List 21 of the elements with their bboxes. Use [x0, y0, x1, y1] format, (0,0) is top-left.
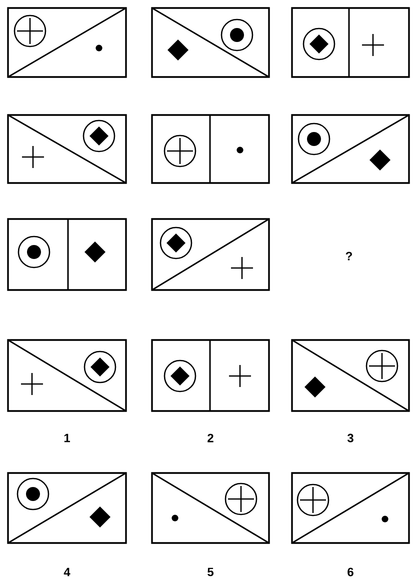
- question-mark: ?: [346, 252, 352, 260]
- option-number: 6: [348, 568, 354, 576]
- puzzle-card: [151, 218, 270, 291]
- puzzle-card: [291, 339, 410, 412]
- puzzle-card: [151, 7, 270, 78]
- puzzle-card: [7, 339, 127, 412]
- puzzle-card: [7, 7, 127, 78]
- option-number: 4: [64, 568, 70, 576]
- puzzle-card: [151, 472, 270, 544]
- puzzle-card: [151, 339, 270, 412]
- option-number: 3: [347, 434, 354, 442]
- puzzle-card: [7, 472, 127, 544]
- puzzle-card: [291, 114, 410, 184]
- option-number: 2: [208, 434, 214, 442]
- puzzle-card: [7, 218, 127, 291]
- puzzle-card: [7, 114, 127, 184]
- option-number: 1: [64, 434, 70, 442]
- puzzle-card: [151, 114, 270, 184]
- option-number: 5: [208, 568, 214, 576]
- puzzle-card: [291, 7, 410, 78]
- puzzle-card: [291, 472, 410, 544]
